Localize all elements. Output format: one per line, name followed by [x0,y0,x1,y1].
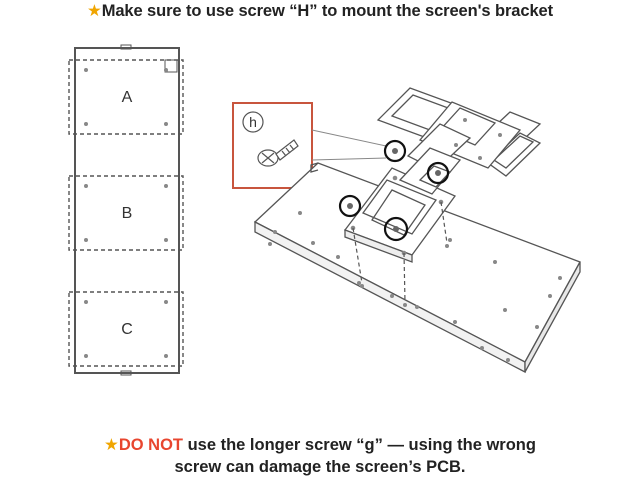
bottom-warning-text-1: use the longer screw “g” — using the wro… [183,436,536,454]
section-c [68,291,184,367]
screw-callout: h [232,102,387,189]
star-icon: ★ [104,436,119,454]
section-b [68,175,184,251]
section-a-label: A [122,89,133,106]
bottom-warning-line-2: screw can damage the screen’s PCB. [174,458,466,476]
screw-hole-2 [426,161,450,185]
vesa-bracket [376,87,542,195]
section-c-label: C [121,321,133,338]
section-a [68,59,184,135]
panel-outline [74,47,180,374]
screen-panel-layout: A B C [68,44,184,376]
screw-icon [257,139,299,167]
monitor-body [253,162,581,374]
screw-hole-1 [383,139,407,163]
top-instruction-text: Make sure to use screw “H” to mount the … [101,2,553,20]
top-instruction: ★Make sure to use screw “H” to mount the… [0,0,640,22]
screw-hole-3 [338,194,362,218]
screw-letter: h [249,114,257,130]
bottom-warning-line-1: ★DO NOT use the longer screw “g” — using… [0,434,640,456]
bottom-warning: ★DO NOT use the longer screw “g” — using… [0,434,640,478]
do-not-label: DO NOT [118,436,183,454]
section-b-label: B [122,205,133,222]
star-icon: ★ [86,2,102,20]
highlighted-screw-holes [338,139,450,242]
screw-hole-4 [383,216,409,242]
